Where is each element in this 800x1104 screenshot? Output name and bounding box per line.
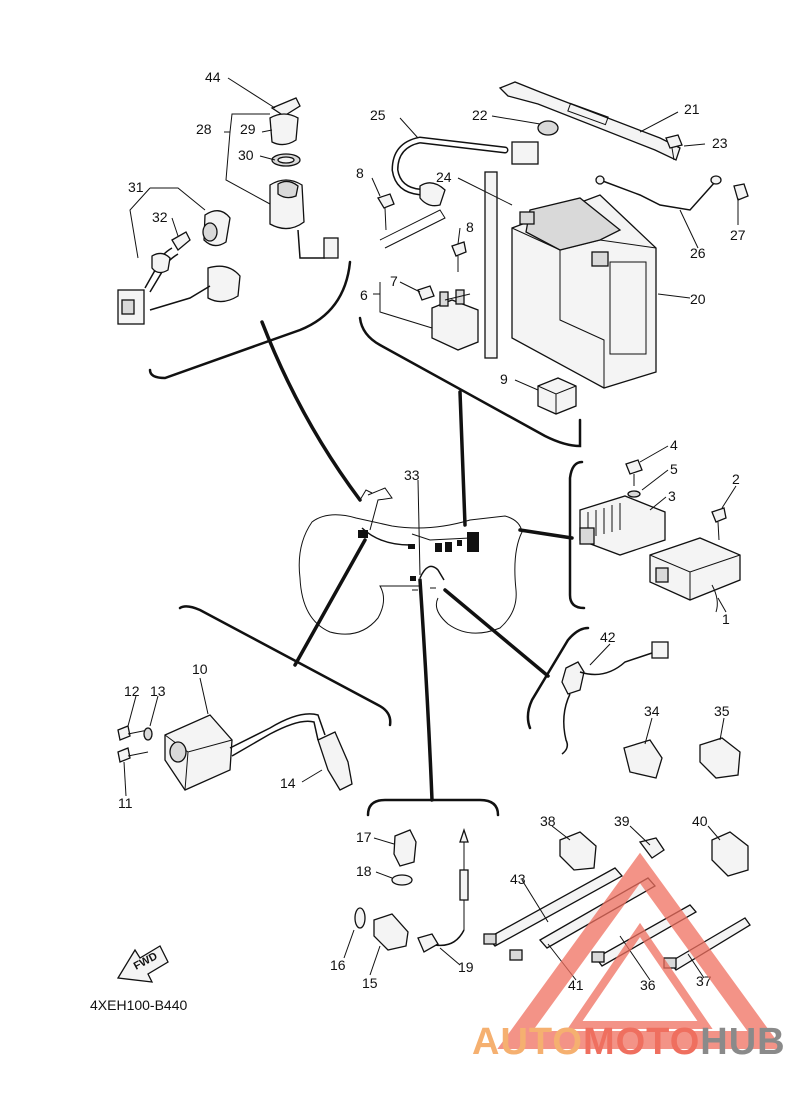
flasher-relay — [561, 641, 669, 755]
label-32: 32 — [152, 209, 168, 225]
label-13: 13 — [150, 683, 166, 699]
label-42: 42 — [600, 629, 616, 645]
watermark-hub: HUB — [700, 1021, 785, 1063]
diagram-code: 4XEH100-B440 — [90, 997, 188, 1013]
label-36: 36 — [640, 977, 656, 993]
fwd-arrow: FWD — [116, 945, 169, 983]
thermo-switch — [391, 829, 417, 886]
neutral-switch — [354, 907, 409, 951]
label-27: 27 — [730, 227, 746, 243]
label-10: 10 — [192, 661, 208, 677]
label-4: 4 — [670, 437, 678, 453]
label-41: 41 — [568, 977, 584, 993]
label-23: 23 — [712, 135, 728, 151]
label-39: 39 — [614, 813, 630, 829]
watermark-moto: MOTO — [583, 1021, 700, 1063]
label-33: 33 — [404, 467, 420, 483]
label-43: 43 — [510, 871, 526, 887]
panel-battery-group — [358, 316, 582, 448]
label-34: 34 — [644, 703, 660, 719]
label-5: 5 — [670, 461, 678, 477]
panel-relay-group — [526, 626, 590, 730]
battery-cables — [391, 136, 722, 211]
label-1: 1 — [722, 611, 730, 627]
label-44: 44 — [205, 69, 221, 85]
leader-line — [458, 390, 467, 527]
regulator-fasteners — [625, 459, 727, 541]
label-12: 12 — [124, 683, 140, 699]
rectifier-regulator — [579, 495, 666, 556]
label-25: 25 — [370, 107, 386, 123]
label-17: 17 — [356, 829, 372, 845]
watermark-text: AUTOMOTOHUB — [472, 1021, 786, 1063]
panel-ignition-switch-group — [148, 260, 352, 380]
label-26: 26 — [690, 245, 706, 261]
label-31: 31 — [128, 179, 144, 195]
label-29: 29 — [240, 121, 256, 137]
relay-9 — [537, 377, 577, 415]
clamps — [559, 737, 749, 877]
main-switch-assembly — [269, 97, 339, 259]
label-8b: 8 — [466, 219, 474, 235]
watermark-auto: AUTO — [472, 1021, 583, 1063]
label-37: 37 — [696, 973, 712, 989]
label-9: 9 — [500, 371, 508, 387]
label-8a: 8 — [356, 165, 364, 181]
starter-relay — [431, 289, 479, 351]
fuse-holder — [417, 285, 435, 301]
sensor-lead — [417, 827, 469, 953]
lock-set-assembly — [117, 210, 241, 325]
watermark-logo — [497, 852, 783, 1049]
leader-line — [260, 320, 362, 502]
label-16: 16 — [330, 957, 346, 973]
leader-line — [518, 528, 574, 540]
leader-line — [293, 538, 367, 667]
vehicle-silhouette — [298, 487, 523, 635]
label-11: 11 — [118, 795, 133, 811]
label-7: 7 — [390, 273, 398, 289]
label-22: 22 — [472, 107, 488, 123]
panel-sensor-group — [366, 798, 500, 817]
cdi-unit — [649, 537, 741, 613]
label-21: 21 — [684, 101, 700, 117]
ignition-coil — [164, 713, 353, 791]
label-14: 14 — [280, 775, 296, 791]
label-20: 20 — [690, 291, 706, 307]
leader-line — [418, 578, 434, 802]
leader-line — [443, 588, 550, 678]
label-38: 38 — [540, 813, 556, 829]
label-18: 18 — [356, 863, 372, 879]
fuse-box-bracket — [379, 171, 498, 359]
label-28: 28 — [196, 121, 212, 137]
label-3: 3 — [668, 488, 676, 504]
label-2: 2 — [732, 471, 740, 487]
battery-band — [498, 81, 681, 161]
label-30: 30 — [238, 147, 254, 163]
label-24: 24 — [436, 169, 452, 185]
label-40: 40 — [692, 813, 708, 829]
label-35: 35 — [714, 703, 730, 719]
label-15: 15 — [362, 975, 378, 991]
coil-fasteners — [117, 725, 153, 763]
battery — [511, 194, 657, 389]
label-19: 19 — [458, 959, 474, 975]
bolts-and-caps — [377, 120, 749, 272]
label-6: 6 — [360, 287, 368, 303]
panel-ignition-coil-group — [178, 605, 392, 727]
label-leaders — [123, 77, 739, 981]
